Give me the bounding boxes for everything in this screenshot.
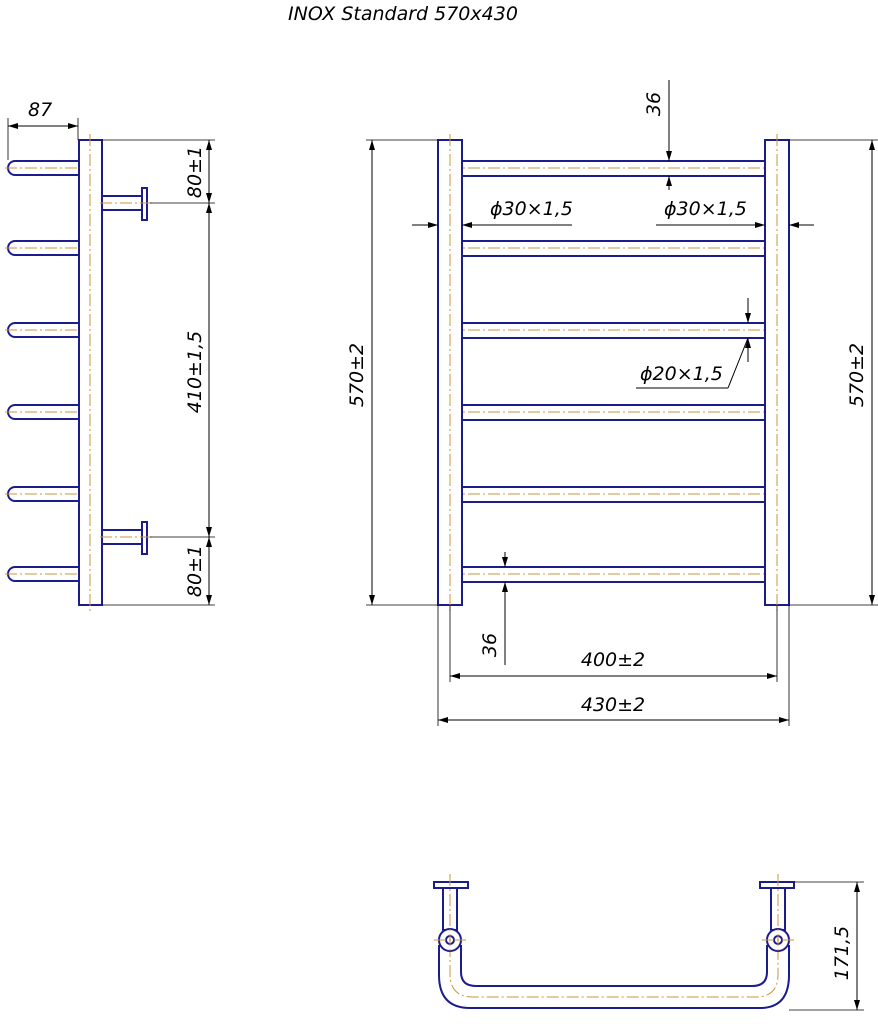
rail-pitch-bottom-label: 36 xyxy=(479,633,501,657)
height-left-label: 570±2 xyxy=(346,343,368,407)
side-rung-stubs xyxy=(5,160,88,582)
rung-diameter-label: ϕ20×1,5 xyxy=(640,363,723,385)
rail-pitch-top-label: 36 xyxy=(643,92,665,116)
front-view: ϕ30×1,5 ϕ30×1,5 36 ϕ20×1,5 570±2 570±2 3… xyxy=(346,80,878,726)
front-left-post xyxy=(437,139,463,606)
side-top-offset-label: 80±1 xyxy=(184,146,206,198)
post-diameter-right-label: ϕ30×1,5 xyxy=(664,198,747,220)
height-right-label: 570±2 xyxy=(846,343,868,407)
top-view: 171,5 xyxy=(433,874,864,1011)
front-rungs xyxy=(442,160,784,583)
inner-width-label: 400±2 xyxy=(581,649,645,671)
side-view: 87 80±1 410±1,5 80±1 xyxy=(5,99,215,611)
overall-width-label: 430±2 xyxy=(581,694,645,716)
top-right-mount xyxy=(759,874,795,955)
side-mount-spacing-label: 410±1,5 xyxy=(184,331,206,413)
side-depth-label: 87 xyxy=(28,99,52,121)
drawing-title: INOX Standard 570x430 xyxy=(288,3,518,25)
top-projection-label: 171,5 xyxy=(831,926,853,980)
post-diameter-left-label: ϕ30×1,5 xyxy=(490,198,573,220)
top-u-rail xyxy=(438,945,790,1009)
side-wall-mount-top xyxy=(100,187,152,221)
side-wall-mount-bottom xyxy=(100,521,152,555)
top-left-mount xyxy=(433,874,469,955)
side-bottom-offset-label: 80±1 xyxy=(184,545,206,597)
